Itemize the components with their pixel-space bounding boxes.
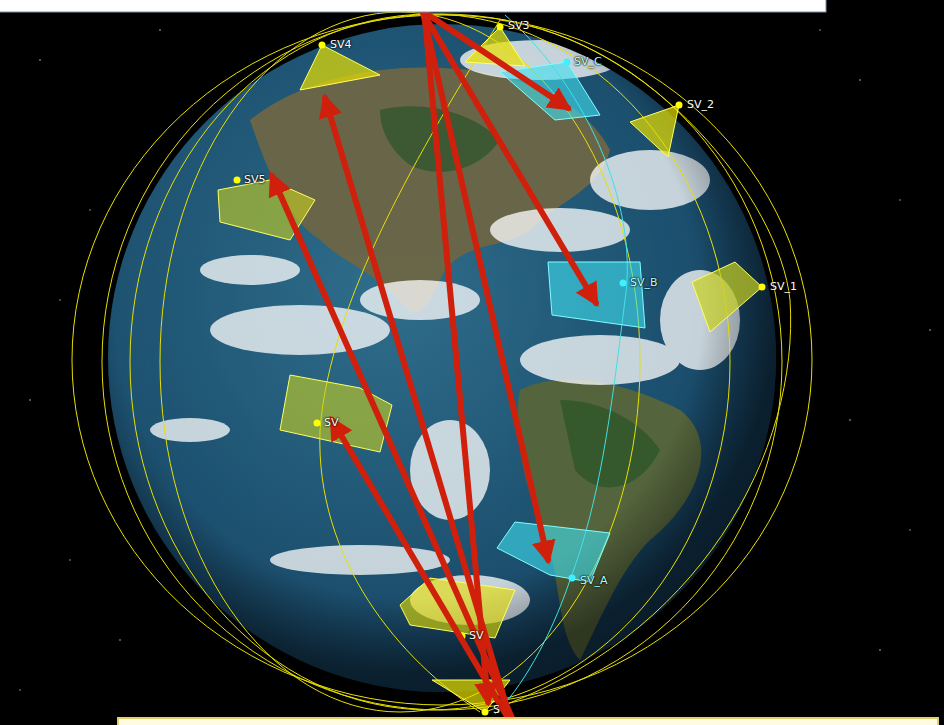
satellite-label: S bbox=[493, 703, 500, 716]
satellite-label: SV_1 bbox=[770, 280, 797, 293]
satellite-label: SV_C bbox=[574, 55, 602, 68]
top-panel bbox=[0, 0, 826, 12]
orbit-cyan bbox=[495, 15, 627, 714]
satellite-label: SV_B bbox=[630, 276, 658, 289]
satellite-label: SV3 bbox=[508, 19, 530, 32]
satellite-label: SV_A bbox=[580, 574, 608, 587]
satellite-label: SV4 bbox=[330, 38, 352, 51]
satellite-label: SV_2 bbox=[687, 98, 714, 111]
satellite-label: SV bbox=[324, 416, 339, 429]
satellite-dots bbox=[234, 24, 766, 716]
earth bbox=[108, 24, 776, 692]
satellite-label: SV bbox=[469, 629, 484, 642]
pointer-arrows bbox=[272, 8, 596, 718]
bottom-panel bbox=[118, 718, 938, 725]
satellite-label: SV5 bbox=[244, 173, 266, 186]
